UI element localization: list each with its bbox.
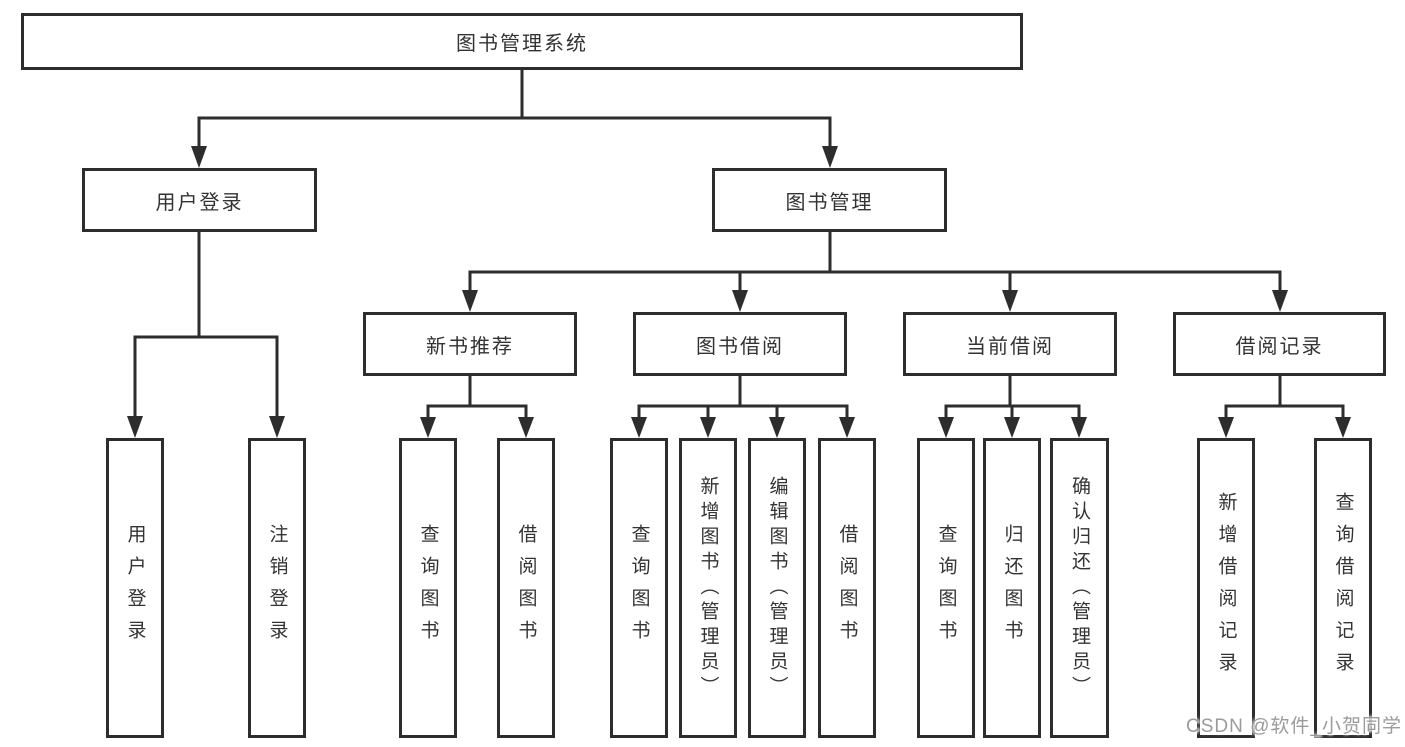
leaf-label: 归还图书 — [1001, 524, 1023, 652]
leaf-label: 查询借阅记录 — [1332, 492, 1354, 684]
node-borrow-record: 借阅记录 — [1173, 312, 1386, 376]
node-library-management-system: 图书管理系统 — [21, 13, 1023, 70]
leaf-query-borrow-record: 查询借阅记录 — [1314, 438, 1372, 738]
leaf-label: 查询图书 — [628, 524, 650, 652]
leaf-query-books-borrow: 查询图书 — [610, 438, 668, 738]
node-new-book-recommend: 新书推荐 — [363, 312, 577, 376]
leaf-borrow-books-recommend: 借阅图书 — [497, 438, 555, 738]
leaf-query-books-recommend: 查询图书 — [399, 438, 457, 738]
node-user-login: 用户登录 — [82, 168, 317, 232]
leaf-label: 编辑图书（管理员） — [766, 475, 788, 701]
node-label: 借阅记录 — [1235, 335, 1324, 358]
node-label: 当前借阅 — [966, 335, 1054, 358]
leaf-add-books-admin: 新增图书（管理员） — [679, 438, 737, 738]
node-current-borrow: 当前借阅 — [903, 312, 1117, 376]
leaf-label: 新增借阅记录 — [1215, 492, 1237, 684]
leaf-logout-login: 注销登录 — [248, 438, 306, 738]
leaf-add-borrow-record: 新增借阅记录 — [1197, 438, 1255, 738]
leaf-query-books-current: 查询图书 — [917, 438, 975, 738]
node-label: 图书管理系统 — [456, 33, 588, 55]
leaf-user-login: 用户登录 — [106, 438, 164, 738]
leaf-label: 新增图书（管理员） — [697, 475, 719, 701]
node-book-management: 图书管理 — [712, 168, 947, 232]
leaf-label: 注销登录 — [266, 524, 288, 652]
leaf-edit-books-admin: 编辑图书（管理员） — [748, 438, 806, 738]
leaf-label: 借阅图书 — [515, 524, 537, 652]
leaf-label: 查询图书 — [935, 524, 957, 652]
node-label: 图书借阅 — [696, 335, 784, 358]
csdn-watermark: CSDN @软件_小贺同学 — [1186, 716, 1402, 737]
leaf-confirm-return-admin: 确认归还（管理员） — [1050, 438, 1109, 738]
leaf-return-books: 归还图书 — [983, 438, 1041, 738]
leaf-borrow-books: 借阅图书 — [818, 438, 876, 738]
node-label: 图书管理 — [785, 191, 874, 214]
node-book-borrow: 图书借阅 — [633, 312, 847, 376]
leaf-label: 借阅图书 — [836, 524, 858, 652]
node-label: 用户登录 — [155, 191, 244, 214]
leaf-label: 确认归还（管理员） — [1069, 475, 1090, 701]
leaf-label: 查询图书 — [417, 524, 439, 652]
leaf-label: 用户登录 — [124, 524, 146, 652]
arrowheads — [127, 146, 1351, 438]
node-label: 新书推荐 — [426, 335, 514, 358]
